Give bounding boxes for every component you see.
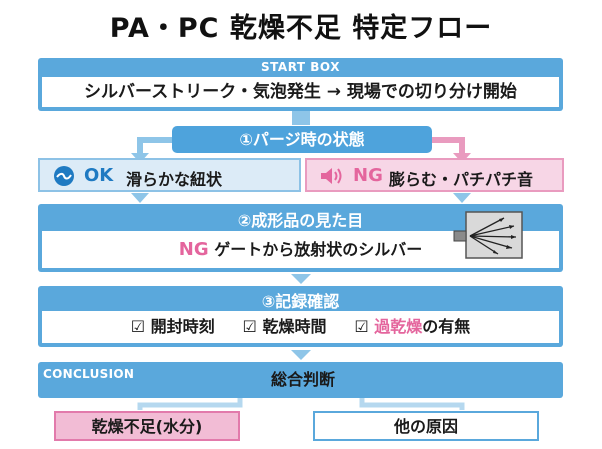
checkbox-checked-icon: ☑ [354,317,369,336]
start-box: START BOX シルバーストリーク・気泡発生 → 現場での切り分け開始 [38,58,563,111]
step1-ng-box: NG 膨らむ・パチパチ音 [305,158,564,192]
page-title: PA・PC 乾燥不足 特定フロー [109,13,493,44]
check-item-drying-time: 乾燥時間 [262,317,327,336]
step2-header: ②成形品の見た目 [237,211,364,230]
check-item-overdrying-suffix: の有無 [422,317,471,336]
start-box-text: シルバーストリーク・気泡発生 → 現場での切り分け開始 [42,77,559,107]
checkbox-checked-icon: ☑ [130,317,146,336]
ok-tag: OK [84,165,114,186]
ok-text: 滑らかな紐状 [126,170,223,189]
checkbox-checked-icon: ☑ [242,317,257,336]
speaker-sound-icon [321,168,342,184]
check-item-opened-time: 開封時刻 [150,317,215,336]
wave-circle-icon [54,166,74,186]
step3-box: ③記録確認 ☑ 開封時刻 ☑ 乾燥時間 ☑ 過乾燥の有無 [38,286,563,347]
conclusion-result-right: 他の原因 [313,411,539,441]
step1-ok-box: OK 滑らかな紐状 [38,158,301,192]
conclusion-label: CONCLUSION [43,367,135,381]
step1-header: ①パージ時の状態 [172,126,432,153]
step2-ng-text: ゲートから放射状のシルバー [214,240,423,259]
conclusion-result-left: 乾燥不足(水分) [54,411,240,441]
step2-ng-tag: NG [178,239,209,260]
step3-content: ☑ 開封時刻 ☑ 乾燥時間 ☑ 過乾燥の有無 [42,311,559,343]
step3-header: ③記録確認 [261,292,340,311]
ng-text: 膨らむ・パチパチ音 [389,170,534,189]
conclusion-box: CONCLUSION 総合判断 [38,362,563,398]
ng-tag: NG [353,165,383,186]
conclusion-heading: 総合判断 [270,370,335,389]
check-item-overdrying: 過乾燥 [374,317,423,336]
radial-silver-streak-icon [453,211,523,259]
start-box-label: START BOX [261,60,340,74]
